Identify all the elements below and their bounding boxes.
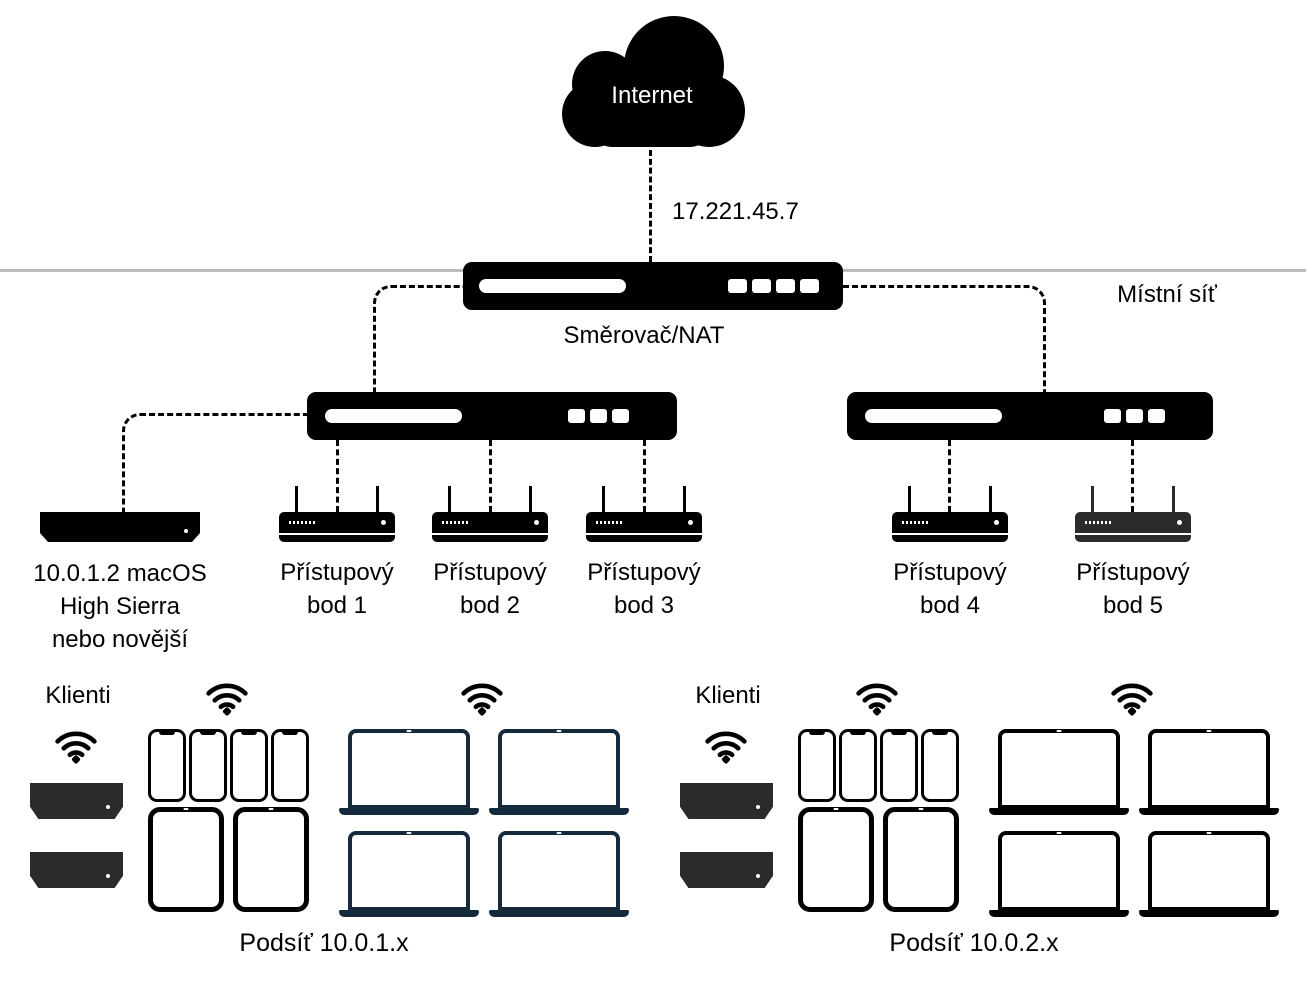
connection-switch1-ap3 — [643, 440, 646, 512]
laptop-icon — [339, 831, 479, 917]
router-label: Směrovač/NAT — [563, 322, 725, 349]
server-label: 10.0.1.2 macOS High Sierra nebo novější — [0, 557, 240, 656]
connection-switch1-ap1 — [336, 440, 339, 512]
phone-icon — [839, 729, 877, 802]
phone-icon — [189, 729, 227, 802]
subnet-1-client-group: Klienti — [0, 670, 656, 984]
server-led — [184, 529, 188, 533]
access-point-2-icon — [432, 486, 548, 542]
tablet-icon — [798, 807, 874, 912]
clients-label: Klienti — [45, 682, 111, 709]
lan-label: Místní síť — [1117, 281, 1217, 308]
tablets-row — [798, 807, 959, 912]
subnet-2-label: Podsíť 10.0.2.x — [889, 929, 1059, 957]
tablet-icon — [148, 807, 224, 912]
wan-ip-label: 17.221.45.7 — [672, 198, 799, 225]
phone-icon — [230, 729, 268, 802]
clients-label: Klienti — [695, 682, 761, 709]
access-point-3-icon — [586, 486, 702, 542]
phones-row — [798, 729, 959, 802]
tablet-icon — [233, 807, 309, 912]
phone-icon — [148, 729, 186, 802]
laptops-grid — [339, 729, 629, 917]
phone-icon — [921, 729, 959, 802]
subnet-1-label: Podsíť 10.0.1.x — [239, 929, 409, 957]
connection-switch2-ap5 — [1131, 440, 1134, 512]
laptop-icon — [489, 729, 629, 815]
internet-cloud-icon: Internet — [557, 14, 747, 150]
phone-icon — [880, 729, 918, 802]
wifi-icon — [854, 679, 900, 717]
set-top-box-icon — [30, 783, 123, 819]
laptop-icon — [989, 729, 1129, 815]
server-label-line1: 10.0.1.2 macOS — [33, 560, 207, 587]
switch1-front-pill — [325, 409, 462, 423]
wifi-icon — [459, 679, 505, 717]
server-label-line3: nebo novější — [51, 626, 189, 653]
connection-internet-router — [649, 150, 652, 262]
laptop-icon — [1139, 831, 1279, 917]
wifi-icon — [1109, 679, 1155, 717]
wifi-icon — [703, 727, 749, 765]
wifi-icon — [53, 727, 99, 765]
connection-switch1-server — [122, 413, 311, 515]
router-icon — [463, 262, 843, 310]
connection-switch1-ap2 — [489, 440, 492, 512]
laptop-icon — [339, 729, 479, 815]
switch1-icon — [307, 392, 677, 440]
wifi-icon — [204, 679, 250, 717]
phones-row — [148, 729, 309, 802]
tablet-icon — [883, 807, 959, 912]
switch2-front-pill — [865, 409, 1002, 423]
laptop-icon — [989, 831, 1129, 917]
switch1-ports — [568, 409, 629, 423]
laptop-icon — [1139, 729, 1279, 815]
switch2-icon — [847, 392, 1213, 440]
access-point-5-icon — [1075, 486, 1191, 542]
phone-icon — [798, 729, 836, 802]
switch2-ports — [1104, 409, 1165, 423]
set-top-box-icon — [680, 852, 773, 888]
connection-switch2-ap4 — [948, 440, 951, 512]
server-label-line2: High Sierra — [59, 593, 181, 620]
connection-router-switch2 — [843, 285, 1046, 395]
set-top-box-icon — [30, 852, 123, 888]
router-front-pill — [479, 279, 626, 293]
internet-label: Internet — [611, 82, 693, 109]
set-top-box-icon — [680, 783, 773, 819]
access-point-1-icon — [279, 486, 395, 542]
laptop-icon — [489, 831, 629, 917]
macos-server-icon — [40, 512, 200, 542]
tablets-row — [148, 807, 309, 912]
laptops-grid — [989, 729, 1279, 917]
router-ports — [728, 279, 819, 293]
access-point-4-icon — [892, 486, 1008, 542]
connection-router-switch1 — [373, 285, 466, 395]
phone-icon — [271, 729, 309, 802]
subnet-2-client-group: Klienti — [650, 670, 1306, 984]
